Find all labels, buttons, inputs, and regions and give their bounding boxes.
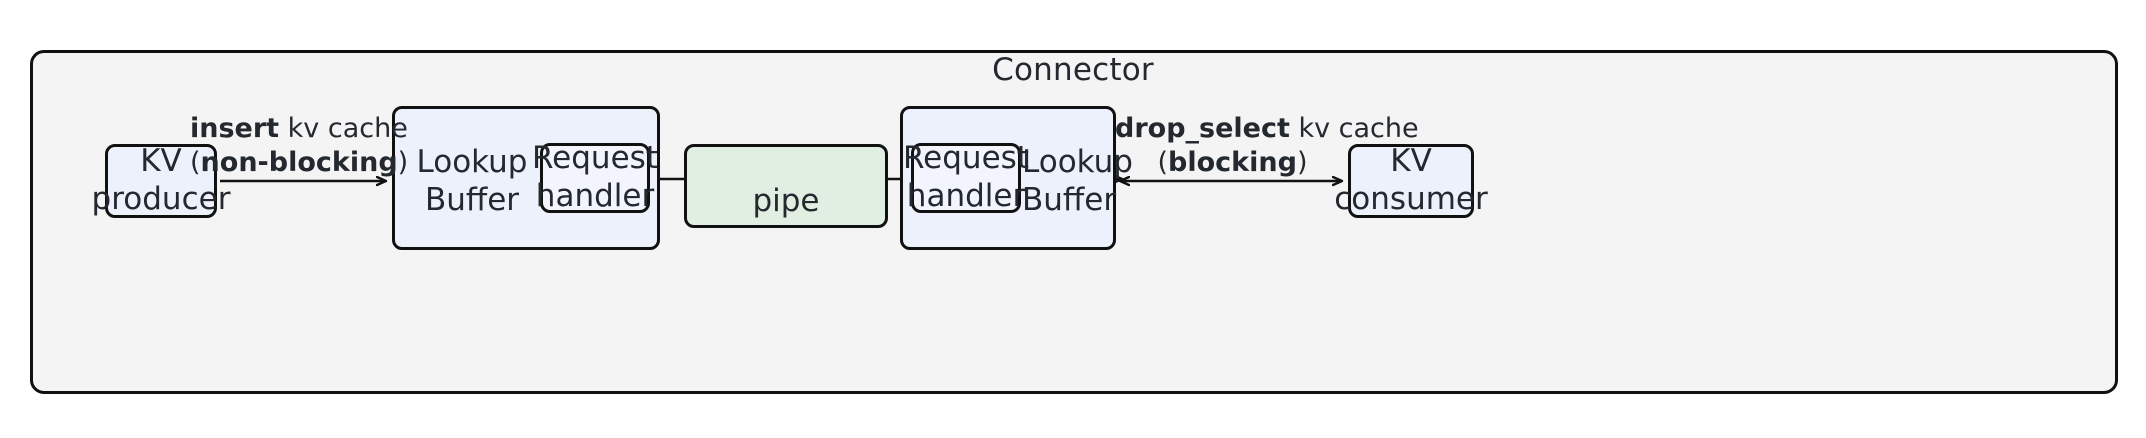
node-pipe[interactable] [684,144,888,228]
node-request-handler-right[interactable]: Request handler [903,140,1029,214]
edge-label-insert-close: ) [397,147,409,179]
node-kv-consumer-label: KV consumer [1334,143,1488,217]
node-request-handler-left[interactable]: Request handler [532,140,658,214]
node-request-handler-right-label: Request handler [903,140,1029,214]
edge-label-insert: insert kv cache (non-blocking) [190,112,408,180]
node-lookup-buffer-right-label: Lookup Buffer [1022,144,1133,218]
node-kv-producer-label: KV producer [91,143,231,217]
edge-label-insert-line1: insert kv cache [190,112,408,146]
edge-label-drop-select-line1: drop_select kv cache [1115,112,1419,146]
connector-title: Connector [992,52,1154,88]
node-request-handler-left-label: Request handler [532,140,658,214]
edge-label-insert-open: ( [190,147,201,179]
node-kv-producer[interactable]: KV producer [92,143,230,218]
node-kv-consumer[interactable]: KV consumer [1334,143,1488,218]
edge-label-drop-select-open: ( [1157,147,1169,179]
edge-label-insert-line2: (non-blocking) [190,146,408,180]
edge-label-insert-bold: insert [190,113,280,144]
edge-label-drop-select-line2: (blocking) [1115,146,1350,180]
node-pipe-label: pipe [752,183,820,219]
edge-label-drop-select: drop_select kv cache (blocking) [1115,112,1419,180]
edge-label-drop-select-rest: kv cache [1289,113,1419,144]
edge-label-insert-bold2: non-blocking [200,147,398,179]
node-lookup-buffer-left-label: Lookup Buffer [416,144,528,218]
edge-label-drop-select-bold2: blocking [1168,147,1297,179]
edge-label-insert-rest: kv cache [279,113,408,144]
edge-label-drop-select-close: ) [1296,147,1308,179]
edge-label-drop-select-bold: drop_select [1115,113,1290,144]
